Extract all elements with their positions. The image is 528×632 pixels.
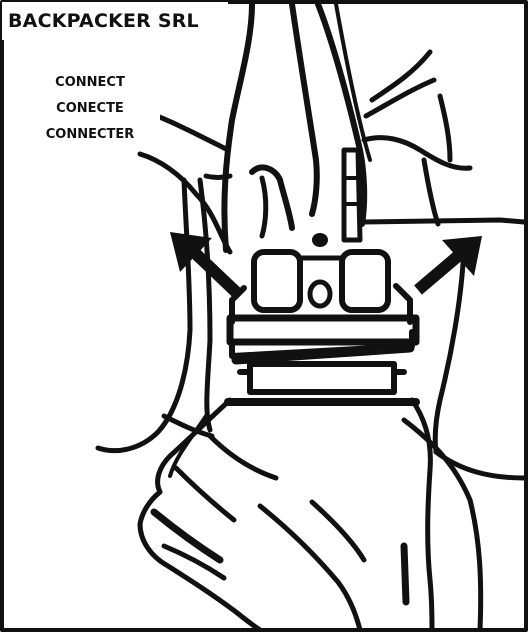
finger-left-edge: [224, 4, 252, 250]
arrow-up-right-icon: [418, 236, 482, 290]
instruction-fr: CONNECTER: [20, 122, 160, 148]
finger-top-edge: [292, 4, 317, 214]
instruction-en: CONNECT: [20, 70, 160, 96]
instruction-es: CONECTE: [20, 96, 160, 122]
buckle-collar: [230, 318, 416, 342]
instruction-labels: CONNECT CONECTE CONNECTER: [20, 70, 160, 148]
buckle-base: [250, 364, 394, 392]
company-title: BACKPACKER SRL: [2, 2, 228, 40]
